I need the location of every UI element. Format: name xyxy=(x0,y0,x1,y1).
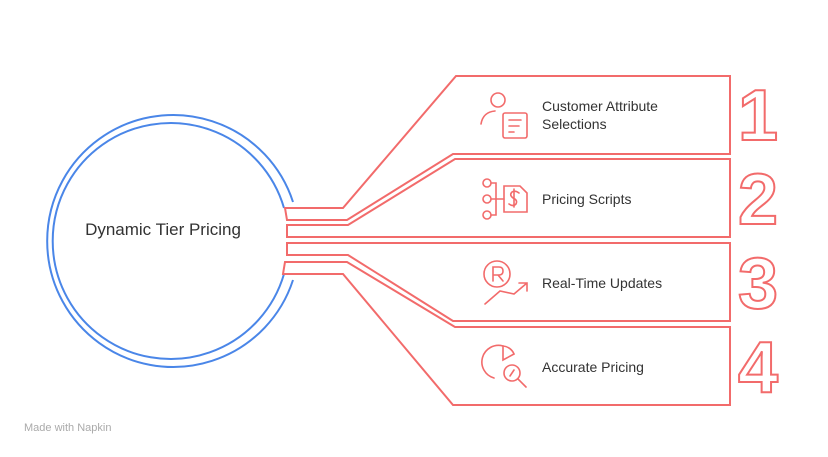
number-3: 3 xyxy=(737,243,779,325)
center-circle xyxy=(46,114,294,368)
item-1-label: Customer Attribute Selections xyxy=(542,97,658,133)
number-2: 2 xyxy=(737,159,779,241)
watermark: Made with Napkin xyxy=(24,422,112,434)
band-1 xyxy=(283,75,731,221)
number-1: 1 xyxy=(737,75,779,157)
pricing-script-icon xyxy=(482,178,528,220)
item-4-label: Accurate Pricing xyxy=(542,359,644,375)
dollar-icon xyxy=(508,188,520,208)
number-4: 4 xyxy=(737,327,779,409)
item-1-label-line1: Customer Attribute xyxy=(542,98,658,114)
customer-document-icon xyxy=(480,92,528,139)
item-1-label-line2: Selections xyxy=(542,116,607,132)
band-4 xyxy=(281,261,731,406)
chart-magnifier-icon xyxy=(481,344,527,388)
band-2 xyxy=(286,158,731,238)
center-title: Dynamic Tier Pricing xyxy=(85,220,241,239)
item-3-label: Real-Time Updates xyxy=(542,275,663,291)
r-letter-icon xyxy=(492,266,504,282)
band-3 xyxy=(286,242,731,322)
realtime-trend-icon xyxy=(483,260,528,305)
item-2-label: Pricing Scripts xyxy=(542,191,632,207)
